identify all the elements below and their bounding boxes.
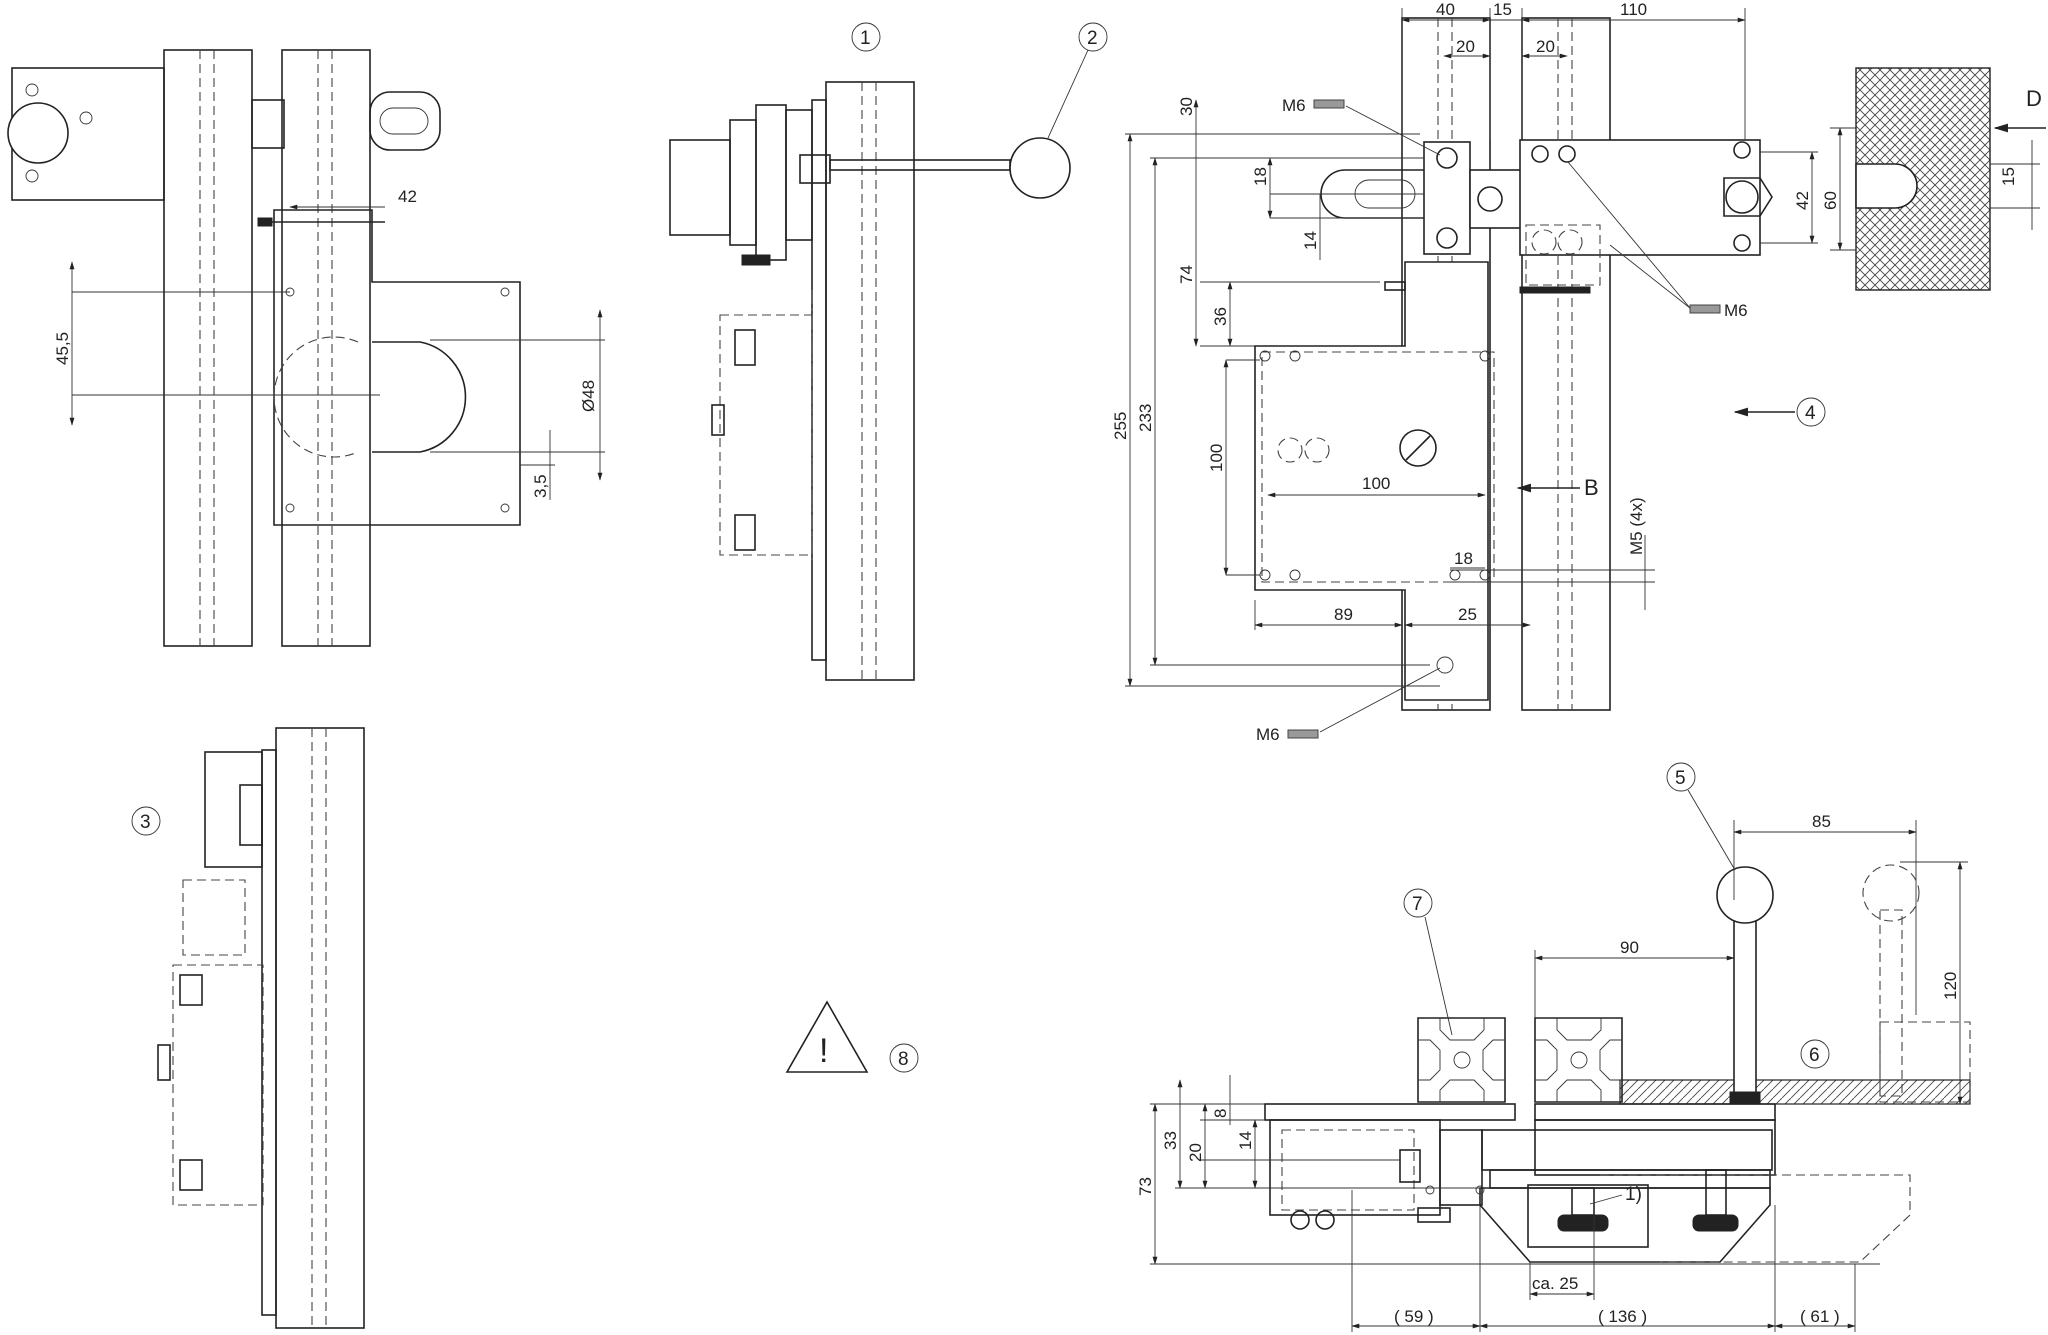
- dim-255: 255: [1111, 412, 1130, 440]
- dim-110: 110: [1620, 0, 1647, 19]
- handle-lever-bottom: [1733, 909, 1757, 1097]
- handle-knob-bottom: [1716, 866, 1774, 924]
- dim-61: ( 61 ): [1800, 1307, 1840, 1326]
- view-front-right: D B 4 M6 M6 M6 M5 (4x) 40 15 110 20: [1111, 0, 2046, 744]
- profile-rail-6: [1521, 17, 1611, 711]
- callout-7: 7: [1412, 894, 1423, 915]
- screw-m6-top: M6: [1282, 96, 1306, 115]
- dim-90: 90: [1620, 938, 1639, 957]
- view-letter-d: D: [2026, 86, 2042, 111]
- dim-233: 233: [1136, 404, 1155, 432]
- profile-rail-2: [281, 49, 371, 647]
- dim-15-top: 15: [1493, 0, 1512, 19]
- actuator-housing: [669, 139, 731, 236]
- dim-36: 36: [1211, 307, 1230, 326]
- dim-20-a: 20: [1456, 37, 1475, 56]
- dim-42-right: 42: [1793, 191, 1812, 210]
- view-top-bottom-right: 5 7 6 1) 85 90 120 8 14 20 33 73: [1136, 762, 1971, 1332]
- alu-profile-right: [1534, 1017, 1623, 1103]
- dim-ca-25: ca. 25: [1532, 1274, 1578, 1293]
- callout-3: 3: [140, 812, 151, 833]
- dim-74: 74: [1177, 265, 1196, 284]
- dim-15-right: 15: [1999, 167, 2018, 186]
- callout-8: 8: [898, 1049, 909, 1070]
- callout-1: 1: [860, 28, 871, 49]
- view-letter-b: B: [1584, 475, 1599, 500]
- actuator-block: [1423, 141, 1471, 255]
- alu-profile-left: [1417, 1017, 1506, 1103]
- dim-73: 73: [1136, 1177, 1155, 1196]
- view-front-left: 42 45,5 Ø48 3,5: [7, 49, 605, 647]
- switch-body-right: [1254, 261, 1489, 701]
- warning-glyph: !: [819, 1032, 828, 1070]
- dim-18-a: 18: [1251, 167, 1270, 186]
- screw-m6-bottom: M6: [1256, 725, 1280, 744]
- dim-25-top: 25: [1458, 605, 1477, 624]
- dim-18-b: 18: [1454, 549, 1473, 568]
- screw-m5-label: M5 (4x): [1627, 497, 1646, 555]
- dim-8: 8: [1211, 1109, 1230, 1118]
- dim-60: 60: [1821, 191, 1840, 210]
- view-side-middle: 1 2: [669, 22, 1108, 681]
- dim-136: ( 136 ): [1598, 1307, 1647, 1326]
- profile-rail-1: [163, 49, 253, 647]
- dim-dia-48: Ø48: [579, 380, 598, 412]
- callout-2: 2: [1087, 28, 1098, 49]
- callout-4: 4: [1805, 403, 1816, 424]
- dim-42-left: 42: [398, 187, 417, 206]
- dim-40: 40: [1436, 0, 1455, 19]
- warning-symbol: ! 8: [785, 1000, 919, 1073]
- dim-20-bottom: 20: [1186, 1143, 1205, 1162]
- screw-m6-right: M6: [1724, 301, 1748, 320]
- dim-30: 30: [1177, 97, 1196, 116]
- dim-33: 33: [1161, 1131, 1180, 1150]
- profile-rail-3: [825, 81, 915, 681]
- dim-120: 120: [1941, 972, 1960, 1000]
- dim-20-b: 20: [1536, 37, 1555, 56]
- handle-knob-left: [7, 102, 69, 164]
- dim-3-5: 3,5: [531, 474, 550, 498]
- handle-knob-middle: [1009, 137, 1071, 199]
- dim-59: ( 59 ): [1394, 1307, 1434, 1326]
- dim-100-v: 100: [1207, 444, 1226, 472]
- dim-89: 89: [1334, 605, 1353, 624]
- switch-plate-left: [273, 209, 521, 526]
- warning-icon: [785, 1000, 869, 1073]
- footnote-1: 1): [1625, 1184, 1642, 1205]
- dim-45-5: 45,5: [53, 332, 72, 365]
- dim-85: 85: [1812, 812, 1831, 831]
- handle-rod: [829, 159, 1011, 171]
- dim-14-bottom: 14: [1236, 1131, 1255, 1150]
- callout-5: 5: [1675, 768, 1686, 789]
- dim-100-h: 100: [1362, 474, 1390, 493]
- callout-6: 6: [1809, 1045, 1820, 1066]
- view-side-bottom-left: 3: [131, 727, 365, 1329]
- profile-rail-4: [275, 727, 365, 1329]
- dim-14-a: 14: [1301, 231, 1320, 250]
